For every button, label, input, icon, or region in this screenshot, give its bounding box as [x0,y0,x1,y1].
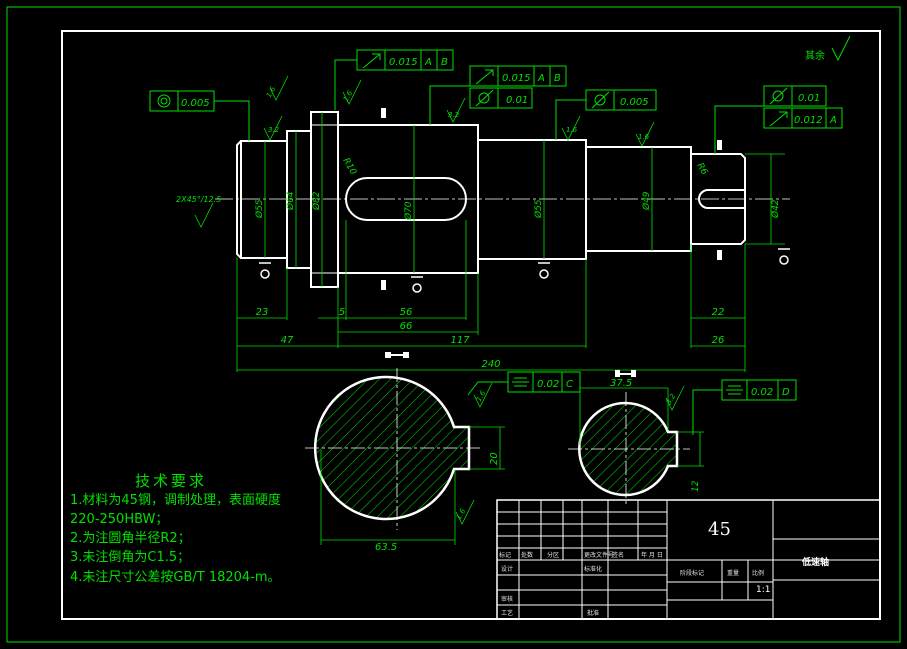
tb-ratio: 比例 [752,570,765,577]
dim-5: 5 [339,307,345,318]
keyway-large [345,177,467,221]
diameter-dims [264,112,785,287]
dim-chamfer: 2X45°/12.5 [176,195,221,204]
dim-56: 56 [400,307,413,318]
shaft-steps [311,124,338,274]
dim-phi64: Ø64 [285,191,296,211]
tb-review: 审核 [501,596,514,603]
tb-design: 设计 [501,566,514,573]
dim-phi49: Ø49 [641,191,652,211]
tol-4: 0.005 [181,98,210,109]
tb-stage: 阶段标记 [680,570,705,577]
rough-9: 1.6 [455,507,468,521]
dim-phi55: Ø55 [254,199,265,219]
tolerance-frames [149,49,843,435]
dim-phi42: Ø42 [770,199,781,219]
keyway-small [698,189,745,209]
cut-markers [381,108,722,290]
tol-8a: C [566,379,573,390]
tol-1a: A [424,57,432,68]
tb-standardize: 标准化 [584,566,603,573]
inner-border [61,30,881,620]
tol-5: 0.005 [620,97,649,108]
part-name: 低速轴 [802,558,830,568]
dim-26: 26 [712,335,725,346]
datum-symbols [259,248,790,293]
tol-1b: B [441,57,448,68]
outer-border [6,6,901,643]
tol-9: 0.02 [751,387,773,398]
tol-8: 0.02 [537,379,559,390]
tech-req-item: 3.未注倒角为C1.5； [70,550,191,565]
tol-2a: A [537,73,545,84]
section-small: 37.5 12 [568,370,704,505]
length-dims [236,220,746,372]
sec1-width: 20 [489,452,500,465]
dim-phi70: Ø70 [403,201,414,221]
tb-sign: 签名 [612,552,625,559]
material-label: 45 [708,519,731,540]
dim-22: 22 [712,307,725,318]
tb-approve: 批准 [587,610,600,617]
section-large: 20 63.5 [305,352,505,553]
tol-1: 0.015 [389,57,418,68]
tb-zone: 分区 [547,552,560,559]
dim-phi82: Ø82 [311,191,322,211]
sec2-depth: 37.5 [610,378,632,389]
tb-process: 工艺 [501,610,514,617]
tol-2b: B [554,73,561,84]
dim-47: 47 [281,335,294,346]
rough-7: 1.6 [475,389,488,403]
dim-23: 23 [256,307,269,318]
dim-r10: R10 [340,157,358,178]
shaft-outline [236,111,746,288]
tol-7a: A [829,115,837,126]
dim-r6: R6 [694,162,709,178]
roughness-other-label: 其余 [805,51,825,62]
roughness-other-symbol [831,35,851,62]
tb-weight: 重量 [727,570,740,577]
rough-2: 3.2 [268,126,280,134]
tb-count: 处数 [521,552,534,559]
tol-7: 0.012 [794,115,823,126]
tol-6: 0.01 [798,93,820,104]
tb-date: 年 月 日 [641,552,663,559]
rough-4: 3.2 [448,111,460,119]
tb-mark: 标记 [499,552,512,559]
rough-8: 3.2 [665,392,678,406]
tech-req-item: 4.未注尺寸公差按GB/T 18204-m。 [70,570,281,585]
tech-req-title: 技术要求 [135,472,208,490]
tech-req-item: 2.为注圆角半径R2； [70,531,191,546]
tech-req-item: 1.材料为45钢，调制处理，表面硬度 [70,493,281,508]
tb-change-doc: 更改文件号 [584,552,615,559]
dim-phi55b: Ø55 [533,199,544,219]
roughness-marks [194,75,685,525]
title-block [496,499,881,620]
tolerance-symbols [157,53,788,395]
tol-9a: D [782,387,790,398]
tol-2: 0.015 [502,73,531,84]
sec1-depth: 63.5 [375,542,397,553]
dim-240: 240 [481,359,500,370]
tol-3: 0.01 [506,95,528,106]
dim-117: 117 [450,335,470,346]
tech-req-item: 220-250HBW； [70,512,169,527]
rough-1: 1.6 [265,85,278,99]
rough-6: 1.6 [638,133,650,141]
scale-value: 1:1 [756,585,771,595]
sec2-width: 12 [691,480,701,492]
rough-5: 1.6 [566,126,578,134]
rough-3: 1.6 [342,89,355,103]
dim-66: 66 [400,321,413,332]
